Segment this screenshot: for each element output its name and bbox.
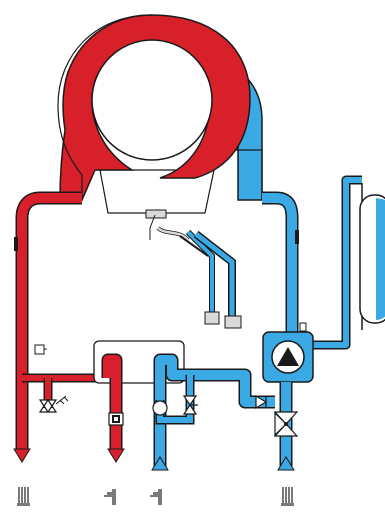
safety-valve — [38, 395, 69, 414]
temperature-sensor — [34, 344, 47, 355]
heating-flow-pipe — [13, 191, 82, 463]
flow-limiter — [152, 400, 168, 416]
hot-water-pipe — [101, 353, 125, 463]
heating-return-pipe — [262, 191, 299, 471]
expansion-vessel — [310, 175, 385, 350]
three-way-valve — [273, 382, 299, 437]
heat-exchanger-ring — [57, 14, 251, 201]
circulation-pump — [262, 322, 314, 383]
tap-icon — [104, 489, 116, 505]
flow-meter — [108, 412, 124, 426]
cold-water-pipe — [151, 353, 275, 471]
fill-valve — [182, 395, 198, 415]
tap-icon — [150, 489, 162, 505]
radiator-icon — [281, 487, 294, 506]
radiator-icon — [17, 487, 30, 506]
ignition-electrodes — [149, 214, 242, 329]
check-valve — [255, 394, 268, 410]
hot-branch-pipe — [22, 373, 108, 408]
